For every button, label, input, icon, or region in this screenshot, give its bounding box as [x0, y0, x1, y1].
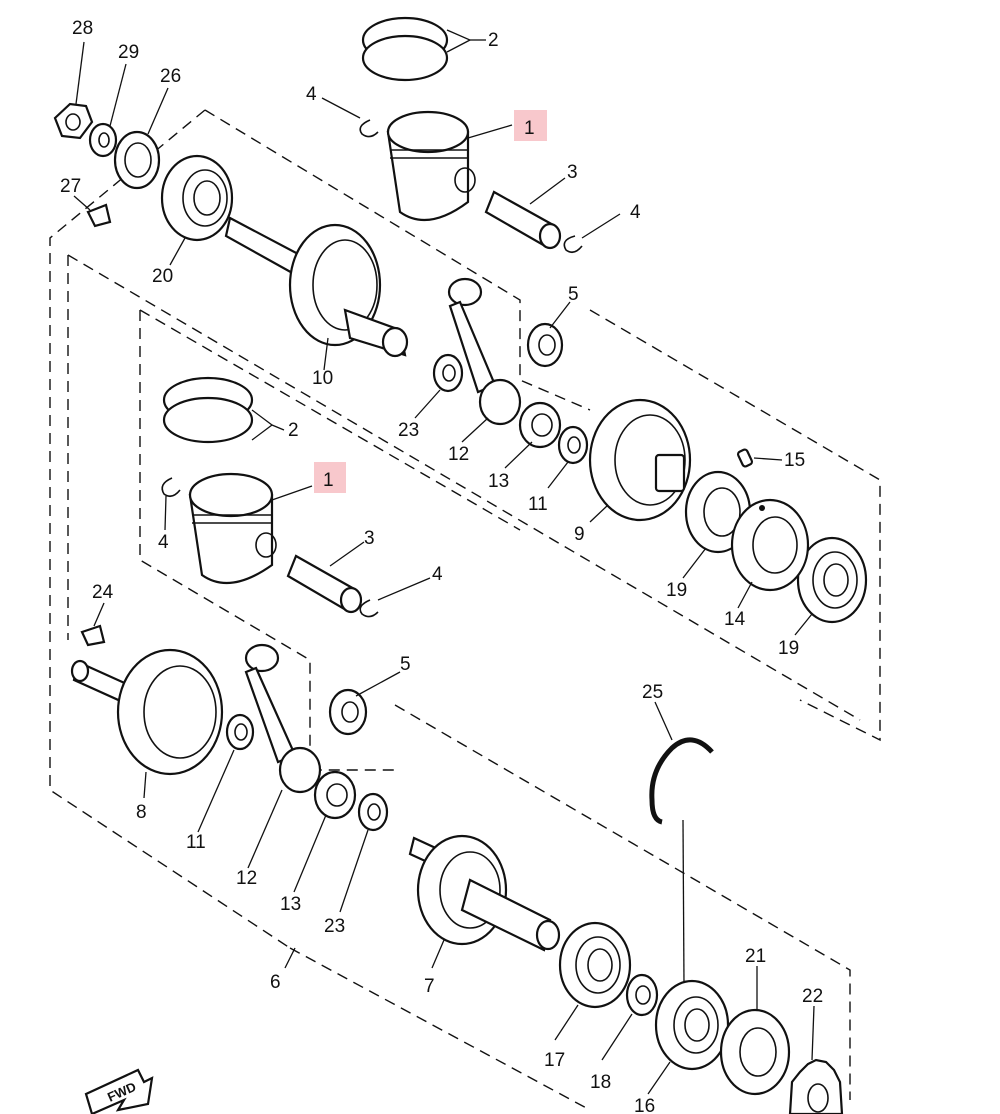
oil-seal-26 — [113, 87, 169, 190]
callout-5-upper: 5 — [568, 284, 579, 305]
bearing-17 — [554, 921, 632, 1041]
callout-18: 18 — [590, 1072, 611, 1093]
washer-29 — [88, 63, 127, 158]
callout-19-left: 19 — [666, 580, 687, 601]
dowel-pin-15 — [736, 448, 783, 468]
callout-1-upper: 1 — [524, 118, 535, 139]
callout-3-upper: 3 — [567, 162, 578, 183]
washer-23-lower — [339, 792, 389, 913]
callout-21: 21 — [745, 946, 766, 967]
callout-2-lower: 2 — [288, 420, 299, 441]
crank-web-9 — [588, 398, 692, 523]
nut-28 — [53, 41, 94, 140]
woodruff-key-24 — [80, 602, 106, 647]
callout-10: 10 — [312, 368, 333, 389]
callout-28: 28 — [72, 18, 93, 39]
callout-6: 6 — [270, 972, 281, 993]
needle-bearing-5-lower — [328, 671, 401, 736]
callout-highlight-1-lower — [314, 462, 346, 493]
callout-8: 8 — [136, 802, 147, 823]
circlip-4-lower-right — [359, 577, 431, 618]
bearing-20 — [160, 154, 234, 266]
callout-12-upper: 12 — [448, 444, 469, 465]
callout-23-lower: 23 — [324, 916, 345, 937]
callout-4-lower-right: 4 — [432, 564, 443, 585]
callout-14: 14 — [724, 609, 746, 630]
bearing-19-right — [794, 536, 868, 636]
callout-17: 17 — [544, 1050, 565, 1071]
callout-27: 27 — [60, 176, 81, 197]
callout-11-lower: 11 — [186, 832, 206, 853]
circlip-4-upper-right — [563, 213, 621, 254]
callout-1-lower: 1 — [323, 470, 334, 491]
circlip-4-upper-left — [321, 97, 379, 138]
fwd-arrow: FWD — [84, 1068, 154, 1114]
callout-12-lower: 12 — [236, 868, 257, 889]
callout-4-upper-left: 4 — [306, 84, 317, 105]
labyrinth-seal-14 — [730, 498, 810, 609]
callout-3-lower: 3 — [364, 528, 375, 549]
callout-highlight-1-upper — [514, 110, 547, 141]
piston-pin-3-upper — [484, 177, 566, 250]
callout-4-lower-left: 4 — [158, 532, 169, 553]
callout-20: 20 — [152, 266, 173, 287]
callout-2-upper: 2 — [488, 30, 499, 51]
callout-29: 29 — [118, 42, 139, 63]
callout-19-right: 19 — [778, 638, 799, 659]
callout-24: 24 — [92, 582, 114, 603]
washer-23-upper — [414, 353, 464, 419]
callout-9: 9 — [574, 524, 585, 545]
callout-22: 22 — [802, 986, 823, 1007]
callout-15: 15 — [784, 450, 805, 471]
piston-rings-2-upper — [361, 16, 486, 82]
woodruff-key-27 — [73, 195, 112, 228]
oil-seal-21 — [719, 966, 791, 1096]
callout-26: 26 — [160, 66, 181, 87]
crankshaft-7 — [408, 834, 561, 969]
thrust-washer-11-upper — [547, 425, 589, 489]
piston-rings-2-lower — [162, 376, 285, 444]
callout-numbers: 28 29 26 27 20 2 1 4 3 4 5 10 23 12 13 1… — [60, 18, 823, 1114]
bearing-16 — [647, 979, 730, 1095]
connecting-rod-12-lower — [244, 643, 322, 869]
callout-13-lower: 13 — [280, 894, 301, 915]
washer-18 — [601, 973, 659, 1061]
callout-4-upper-right: 4 — [630, 202, 641, 223]
callout-23-upper: 23 — [398, 420, 419, 441]
piston-1-upper — [386, 110, 513, 222]
callout-25: 25 — [642, 682, 663, 703]
crankshaft-8 — [70, 648, 224, 799]
callout-16: 16 — [634, 1096, 655, 1114]
needle-bearing-5-upper — [526, 301, 571, 368]
connecting-rod-12-upper — [447, 277, 522, 443]
callout-11-upper: 11 — [528, 494, 548, 515]
callout-13-upper: 13 — [488, 471, 509, 492]
callout-7: 7 — [424, 976, 435, 997]
circlip-4-lower-left — [161, 477, 181, 531]
big-end-bearing-13-upper — [504, 401, 562, 469]
thrust-washer-11-lower — [197, 713, 255, 833]
retaining-ring-25 — [649, 701, 714, 986]
piston-pin-3-lower — [286, 541, 365, 614]
crankshaft-10 — [224, 216, 409, 371]
callout-5-lower: 5 — [400, 654, 411, 675]
piston-1-lower — [188, 472, 313, 585]
assembly-boundaries — [49, 109, 881, 1111]
sprocket-22 — [788, 1005, 844, 1114]
big-end-bearing-13-lower — [293, 770, 357, 893]
